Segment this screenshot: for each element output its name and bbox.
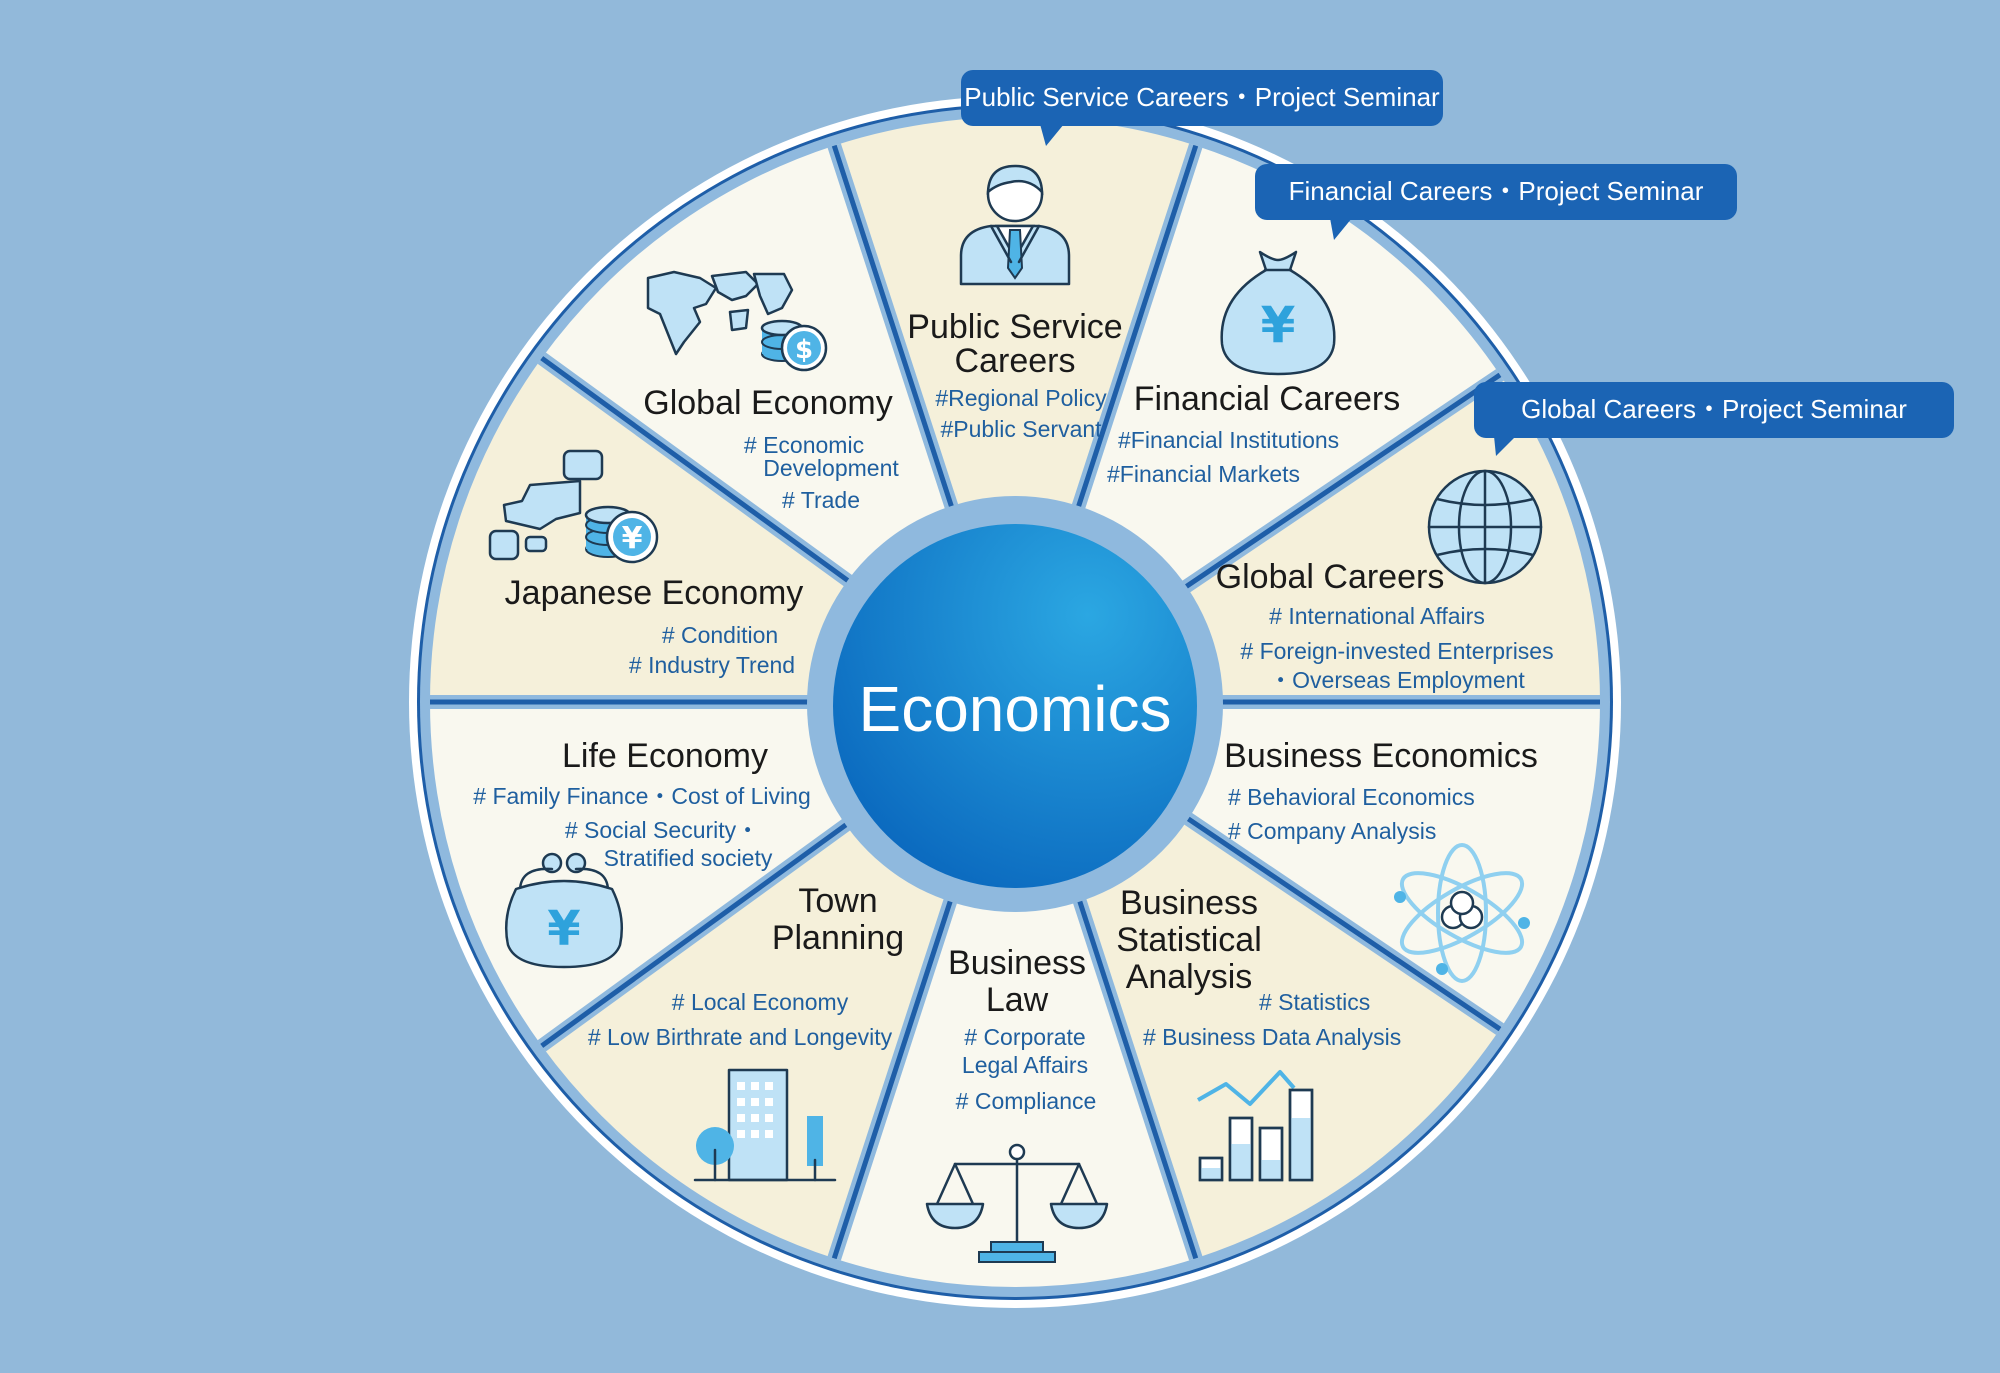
segment-tag: #Public Servant xyxy=(940,416,1102,442)
segment-divider-line xyxy=(540,816,857,1048)
segment-divider-line xyxy=(831,144,957,515)
segment-label-japanese-economy: Japanese Economy # Condition # Industry Tr… xyxy=(505,574,804,678)
segment-tag: # Business Data Analysis xyxy=(1143,1024,1401,1050)
segment-tag: # Statistics xyxy=(1259,989,1370,1015)
callout-global: Global Careers・Project Seminar xyxy=(1474,382,1954,456)
segment-title: Life Economy xyxy=(562,737,768,775)
segment-tag: # Behavioral Economics xyxy=(1228,784,1475,810)
segment-title: Business xyxy=(1120,884,1258,922)
scales-icon xyxy=(925,1143,1109,1263)
segment-tag: # Local Economy xyxy=(672,989,849,1015)
globe-icon xyxy=(1427,469,1543,585)
segment-title: Financial Careers xyxy=(1134,380,1400,418)
japan-yen-icon: ¥ xyxy=(488,449,659,564)
segment-town-planning xyxy=(541,819,954,1259)
segment-tag: # International Affairs xyxy=(1269,603,1485,629)
segment-tag: Development xyxy=(763,455,899,481)
segment-title: Statistical xyxy=(1116,921,1262,959)
segment-title: Business Economics xyxy=(1224,737,1538,775)
segment-tag: Legal Affairs xyxy=(962,1052,1088,1078)
world-dollar-icon: $ xyxy=(646,270,828,372)
segment-label-global-careers: Global Careers # International Affairs # F… xyxy=(1216,558,1554,693)
segment-tag: #Financial Markets xyxy=(1107,461,1300,487)
segment-tag: Stratified society xyxy=(604,845,773,871)
svg-text:¥: ¥ xyxy=(622,521,643,556)
svg-text:¥: ¥ xyxy=(1261,296,1296,354)
segment-title: Japanese Economy xyxy=(505,574,804,612)
segment-tag: #Financial Institutions xyxy=(1118,427,1339,453)
segment-title: Analysis xyxy=(1126,958,1253,996)
callout-label: Public Service Careers・Project Seminar xyxy=(964,82,1440,112)
segment-title: Careers xyxy=(955,342,1076,380)
segment-tag: # Industry Trend xyxy=(629,652,795,678)
segment-global-careers xyxy=(1180,374,1600,702)
segment-business-economics xyxy=(1180,702,1600,1030)
segment-title: Global Careers xyxy=(1216,558,1445,596)
callout-public-service: Public Service Careers・Project Seminar xyxy=(961,70,1443,146)
segment-title: Law xyxy=(986,981,1049,1019)
segment-tag: # Company Analysis xyxy=(1228,818,1436,844)
civil-servant-icon xyxy=(959,164,1071,286)
segment-tag: # Compliance xyxy=(956,1088,1097,1114)
buildings-icon xyxy=(693,1068,837,1182)
segment-tag: ・Overseas Employment xyxy=(1269,667,1525,693)
segment-label-business-economics: Business Economics # Behavioral Economics… xyxy=(1224,737,1538,844)
segment-title: Town xyxy=(798,882,877,920)
segment-divider-line xyxy=(831,889,957,1260)
money-bag-icon: ¥ xyxy=(1220,250,1336,376)
segment-tag: # Economic xyxy=(744,432,864,458)
segment-tag: # Social Security・ xyxy=(565,817,759,843)
bar-chart-icon xyxy=(1197,1070,1314,1182)
segment-divider-line xyxy=(540,356,857,588)
callout-label: Financial Careers・Project Seminar xyxy=(1289,176,1704,206)
segment-global-economy xyxy=(541,145,954,585)
segment-tag: #Regional Policy xyxy=(935,385,1107,411)
center-circle xyxy=(833,524,1197,888)
callout-label: Global Careers・Project Seminar xyxy=(1521,394,1907,424)
segment-divider-line xyxy=(1073,889,1199,1260)
segment-label-financial-careers: Financial Careers #Financial Institutions… xyxy=(1107,380,1400,487)
segment-tag: # Family Finance・Cost of Living xyxy=(473,783,810,809)
segment-divider-line xyxy=(1177,372,1502,594)
center-title: Economics xyxy=(859,673,1172,745)
segment-tag: # Foreign-invested Enterprises xyxy=(1240,638,1553,664)
svg-text:$: $ xyxy=(795,335,813,365)
segment-dividers xyxy=(430,143,1600,1261)
segment-tag: # Trade xyxy=(782,487,860,513)
coin-purse-icon: ¥ xyxy=(505,852,623,969)
segment-divider-line xyxy=(1177,810,1502,1032)
segment-title: Business xyxy=(948,944,1086,982)
callout-financial: Financial Careers・Project Seminar xyxy=(1255,164,1737,240)
segment-divider-line xyxy=(1073,144,1199,515)
atom-icon xyxy=(1394,843,1530,983)
segment-tag: # Corporate xyxy=(964,1024,1085,1050)
segment-business-statistical-analysis xyxy=(1076,813,1500,1259)
segment-tag: # Condition xyxy=(662,622,778,648)
segment-label-life-economy: Life Economy # Family Finance・Cost of Liv… xyxy=(473,737,810,871)
segment-title: Public Service xyxy=(907,308,1122,346)
segment-title: Global Economy xyxy=(643,384,892,422)
segment-tag: # Low Birthrate and Longevity xyxy=(588,1024,893,1050)
segment-title: Planning xyxy=(772,919,904,957)
svg-text:¥: ¥ xyxy=(547,901,580,957)
